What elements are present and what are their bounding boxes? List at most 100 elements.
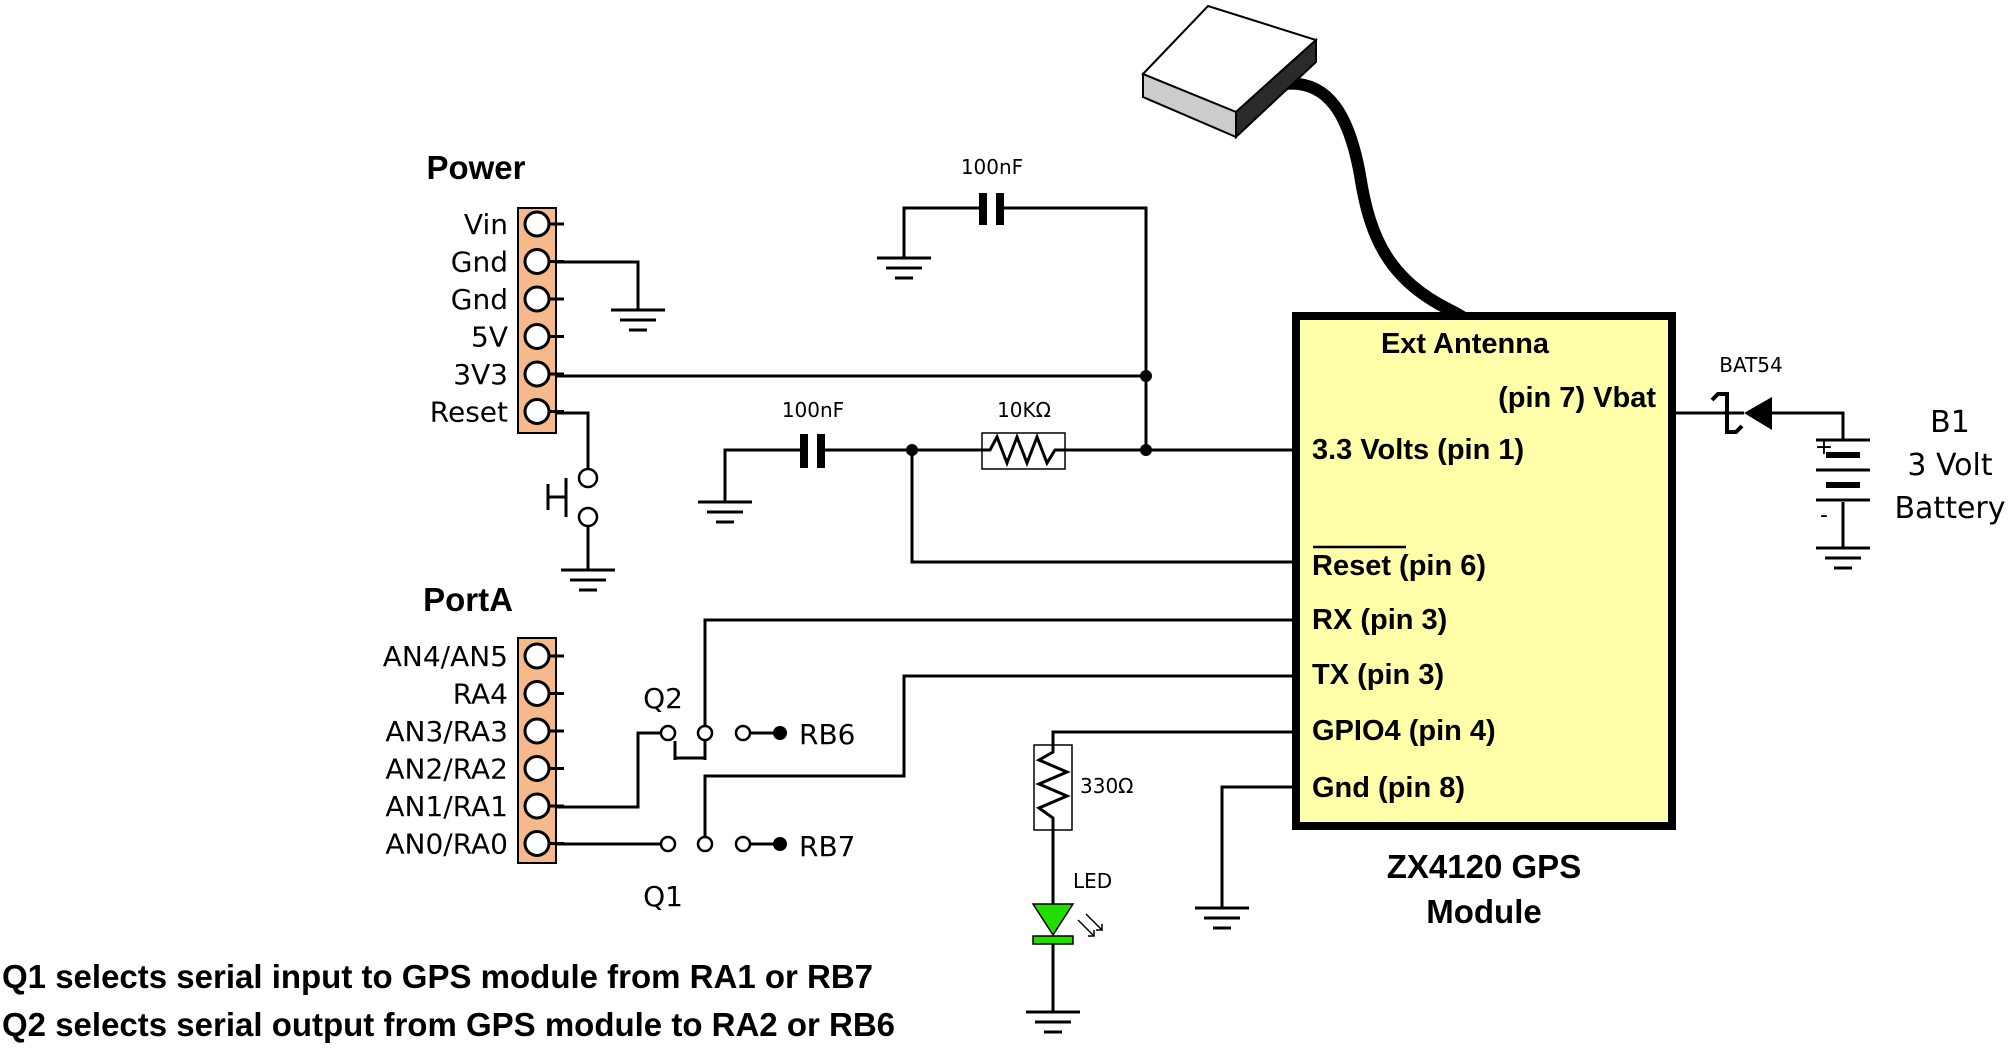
- header-pin: AN2/RA2: [385, 753, 564, 786]
- ground-symbols: [561, 256, 1870, 1034]
- header-pin: Gnd: [451, 246, 564, 279]
- cap-plate: [817, 434, 825, 468]
- power-header-title: Power: [426, 149, 525, 186]
- capacitor-mid-label: 100nF: [782, 398, 844, 422]
- junction-dot: [1140, 444, 1152, 456]
- gps-antenna: [1141, 4, 1496, 336]
- jumper-pin-ra: [659, 835, 677, 853]
- header-pin-label: Gnd: [451, 246, 508, 279]
- diode-label: BAT54: [1719, 353, 1783, 377]
- header-pin-label: Gnd: [451, 283, 508, 316]
- diode-bat54: BAT54: [1710, 353, 1783, 434]
- jumper-q2: Q2 RB6: [643, 682, 855, 760]
- led-arrow-head: [1088, 930, 1095, 937]
- gps-module-box: [1292, 312, 1676, 830]
- header-pin-socket: [523, 792, 551, 820]
- wire-ra1: [555, 731, 668, 809]
- ground-icon: [877, 256, 931, 280]
- header-pin: AN3/RA3: [385, 715, 564, 748]
- notes: Q1 selects serial input to GPS module fr…: [2, 958, 895, 1043]
- battery-minus-sign: -: [1820, 503, 1828, 528]
- header-pin: 3V3: [453, 358, 564, 391]
- reset-pin-number: (pin 6): [1391, 550, 1486, 582]
- resistor-10k: 10KΩ: [981, 398, 1066, 470]
- header-pin-label: 3V3: [453, 358, 508, 391]
- header-pin: Gnd: [451, 283, 564, 316]
- header-pin-socket: [523, 285, 551, 313]
- wires: [555, 206, 1845, 1012]
- reset-pushbutton: [546, 467, 599, 528]
- wire-ctop-right: [1002, 206, 1148, 450]
- resistor-330: 330Ω: [1033, 744, 1133, 831]
- vbat-pin-label: (pin 7) Vbat: [1498, 382, 1656, 414]
- ground-icon: [561, 568, 615, 592]
- wire-ctop-left: [902, 206, 980, 258]
- pushbutton-contact: [577, 467, 599, 489]
- ground-icon: [1026, 1010, 1080, 1034]
- wire-rx: [703, 618, 1292, 741]
- antenna-cable: [1276, 77, 1496, 336]
- header-pin: RA4: [453, 678, 564, 711]
- jumper-pin-rb: [734, 724, 752, 742]
- ext-antenna-label: Ext Antenna: [1381, 328, 1550, 360]
- header-pin-label: AN2/RA2: [385, 753, 508, 786]
- jumper-rb-terminal: [773, 837, 787, 851]
- porta-header-title: PortA: [423, 581, 513, 618]
- jumper-q1: Q1 RB7: [643, 813, 855, 913]
- led-body: [1031, 903, 1075, 937]
- reset-pin-label: Reset (pin 6): [1312, 550, 1486, 582]
- battery-b1: + - B1 3 Volt Battery: [1815, 405, 2006, 528]
- led: LED: [1031, 869, 1112, 945]
- resistor-10k-label: 10KΩ: [997, 398, 1051, 422]
- capacitor-mid: 100nF: [782, 398, 844, 468]
- header-pin-socket: [523, 360, 551, 388]
- note-q2: Q2 selects serial output from GPS module…: [2, 1006, 895, 1043]
- wire-diode-batt: [1772, 411, 1845, 440]
- header-pin: Reset: [430, 396, 564, 429]
- gps-module: Ext Antenna (pin 7) Vbat 3.3 Volts (pin …: [1292, 312, 1676, 930]
- battery-ref: B1: [1930, 405, 1970, 440]
- header-pin-socket: [523, 717, 551, 745]
- v33-pin-label: 3.3 Volts (pin 1): [1312, 434, 1524, 466]
- porta-header: PortA AN4/AN5RA4AN3/RA3AN2/RA2AN1/RA1AN0…: [383, 581, 564, 864]
- resistor-zigzag: [982, 432, 1065, 468]
- ground-icon: [698, 500, 752, 524]
- led-emission-arrow: [1085, 913, 1103, 931]
- header-pin: AN0/RA0: [385, 828, 564, 861]
- module-name-line1: ZX4120 GPS: [1387, 848, 1581, 885]
- header-pin-socket: [523, 248, 551, 275]
- jumper-q1-label: Q1: [643, 880, 683, 913]
- header-pin: AN1/RA1: [385, 790, 564, 823]
- battery-type: Battery: [1894, 491, 2005, 526]
- cap-plate: [996, 193, 1004, 225]
- led-arrow-head: [1096, 924, 1103, 931]
- led-label: LED: [1073, 869, 1112, 893]
- header-pin: 5V: [471, 321, 564, 354]
- resistor-330-label: 330Ω: [1080, 774, 1133, 798]
- header-pin-socket: [523, 642, 551, 670]
- cap-plate: [800, 434, 808, 468]
- header-pin-label: AN1/RA1: [385, 790, 508, 823]
- module-name-line2: Module: [1426, 893, 1541, 930]
- ground-icon: [1816, 546, 1870, 570]
- resistor-zigzag: [1035, 745, 1071, 830]
- gpio4-pin-label: GPIO4 (pin 4): [1312, 715, 1496, 747]
- capacitor-top-label: 100nF: [961, 155, 1023, 179]
- rx-pin-label: RX (pin 3): [1312, 604, 1447, 636]
- wire-tx: [703, 674, 1292, 813]
- junctions: [906, 370, 1152, 456]
- reset-pin-word: Reset: [1312, 550, 1391, 582]
- wire-gnd: [555, 260, 640, 310]
- wire-reset: [555, 411, 590, 470]
- jumper-pin-common: [696, 724, 714, 742]
- wire-module-gnd: [1220, 785, 1292, 908]
- header-pin-label: RA4: [453, 678, 508, 711]
- header-pin-socket: [523, 398, 551, 425]
- jumper-rb-terminal: [773, 726, 787, 740]
- diode-triangle: [1744, 397, 1772, 430]
- header-pin-socket: [523, 680, 551, 707]
